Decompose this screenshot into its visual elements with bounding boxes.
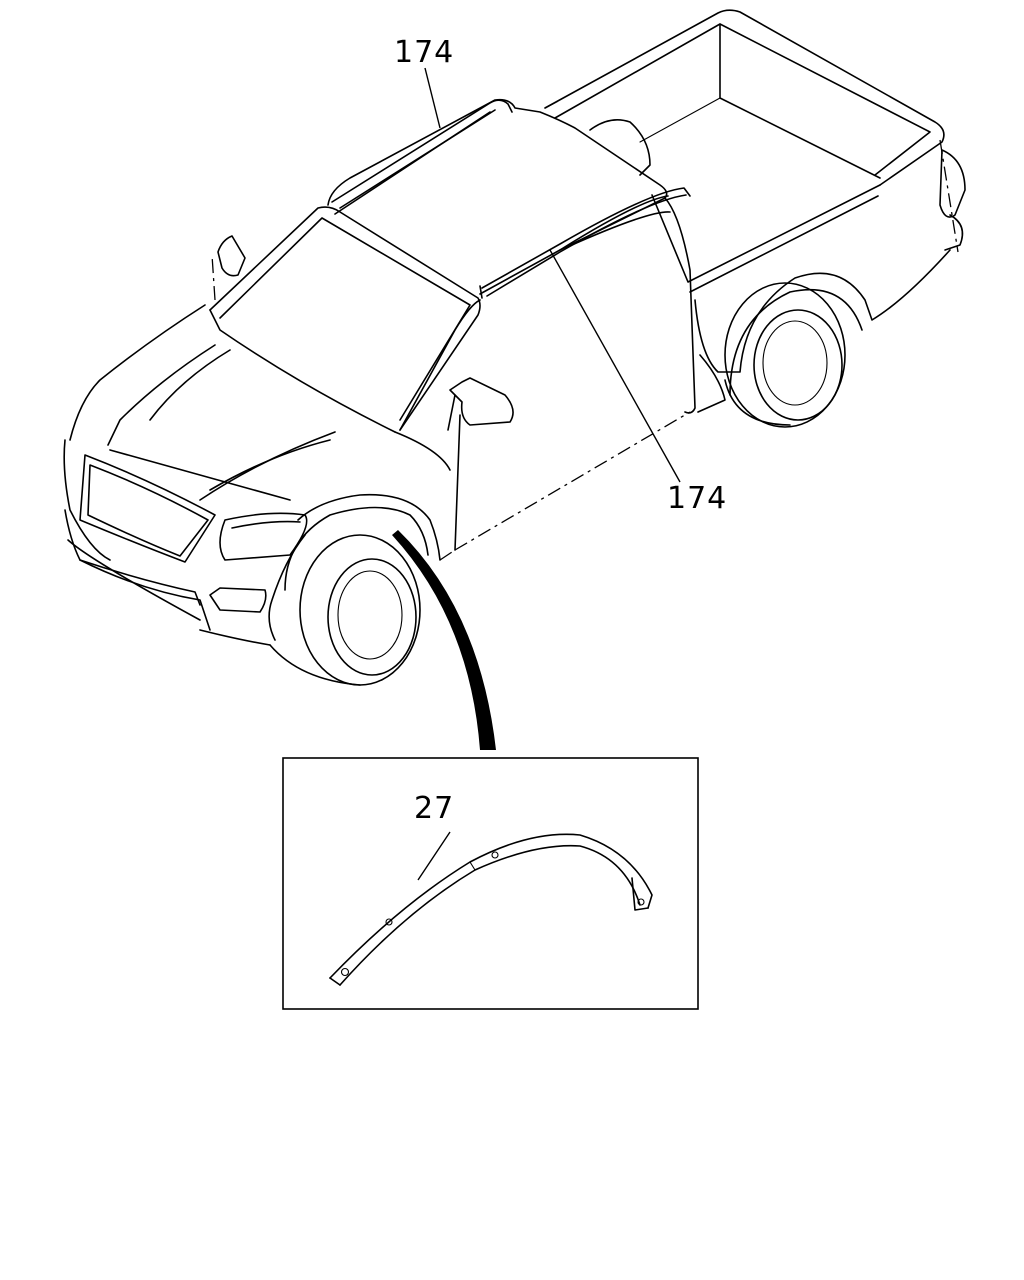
leader-roof-right xyxy=(549,249,681,483)
fender-molding-part xyxy=(329,833,653,986)
callout-roof-left: 174 xyxy=(394,35,454,70)
leader-roof-left xyxy=(424,67,441,129)
inset-frame xyxy=(282,757,699,1010)
leader-lines xyxy=(392,67,681,881)
zoom-pointer xyxy=(392,530,496,750)
leader-fender xyxy=(417,831,451,881)
truck-illustration xyxy=(63,9,966,686)
callout-fender-molding: 27 xyxy=(414,791,454,826)
inset-detail xyxy=(282,757,699,1010)
callout-roof-right: 174 xyxy=(667,481,727,516)
